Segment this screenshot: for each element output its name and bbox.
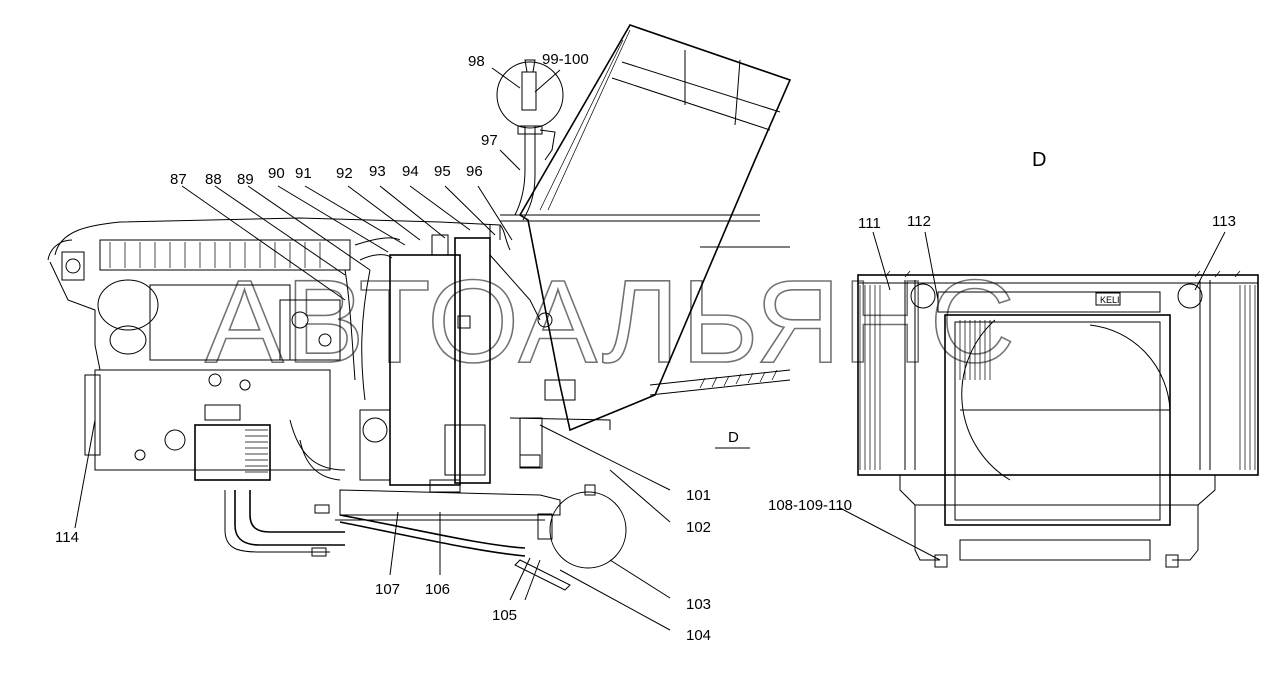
callout-91: 91 <box>295 165 312 182</box>
callout-107: 107 <box>375 581 400 598</box>
brand-plate: KELI <box>1100 295 1120 305</box>
callout-106: 106 <box>425 581 450 598</box>
callout-99-100: 99-100 <box>542 51 589 68</box>
section-letter: D <box>1032 149 1046 171</box>
callout-103: 103 <box>686 596 711 613</box>
callout-112: 112 <box>907 213 931 230</box>
callout-90: 90 <box>268 165 285 182</box>
callout-89: 89 <box>237 171 254 188</box>
engine-assembly <box>47 217 501 557</box>
lower-tank <box>339 484 627 591</box>
callout-105: 105 <box>492 607 517 624</box>
callout-95: 95 <box>434 163 451 180</box>
callout-87: 87 <box>170 171 187 188</box>
section-view-d <box>857 270 1259 568</box>
expansion-tank <box>496 59 564 251</box>
view-title: D <box>728 429 739 446</box>
callout-101: 101 <box>686 487 711 504</box>
callout-104: 104 <box>686 627 711 644</box>
callout-97: 97 <box>481 132 498 149</box>
callout-113: 113 <box>1212 213 1236 230</box>
callout-labels: 87 88 89 90 91 92 93 94 95 96 97 98 99-1… <box>55 51 1236 644</box>
callout-108-109-110: 108-109-110 <box>768 497 852 514</box>
callout-94: 94 <box>402 163 419 180</box>
callout-102: 102 <box>686 519 711 536</box>
callout-92: 92 <box>336 165 353 182</box>
callout-88: 88 <box>205 171 222 188</box>
callout-114: 114 <box>55 529 79 546</box>
callout-93: 93 <box>369 163 386 180</box>
callout-111: 111 <box>858 215 881 232</box>
callout-96: 96 <box>466 163 483 180</box>
cab-frame <box>500 24 792 432</box>
callout-98: 98 <box>468 53 485 70</box>
watermark-text: АВТОАЛЬЯНС <box>205 256 1017 388</box>
leader-lines <box>74 67 1226 631</box>
